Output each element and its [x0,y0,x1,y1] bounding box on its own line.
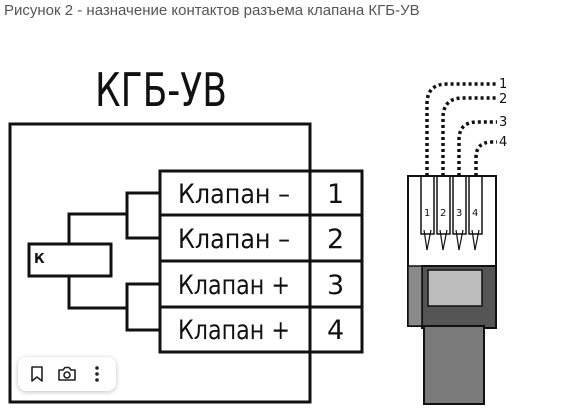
bookmark-icon [31,366,43,382]
internal-wiring [67,191,160,332]
more-vertical-icon [95,366,99,382]
terminal-label-2: Клапан – [178,224,290,255]
bookmark-button[interactable] [23,360,51,388]
device-title: КГБ-УВ [95,63,227,117]
pin-label-4: 4 [472,208,478,219]
pin-label-3: 3 [456,208,462,219]
terminal-number-1: 1 [327,179,344,210]
terminal-label-4: Клапан + [178,315,290,346]
terminal-number-4: 4 [327,315,344,346]
terminal-number-3: 3 [327,270,344,301]
wire-label-1: 1 [499,77,507,92]
pin-label-2: 2 [440,208,446,219]
terminal-label-1: Клапан – [178,179,290,210]
wire-label-3: 3 [499,115,507,130]
pin-label-1: 1 [424,208,430,219]
camera-icon [58,366,76,381]
wire-label-2: 2 [499,92,507,107]
wire-label-4: 4 [499,135,507,150]
coil-block-label: К [34,252,45,267]
more-button[interactable] [83,360,111,388]
connector-plug: 1 2 3 4 1 2 3 4 [407,77,507,405]
terminal-rows [158,169,364,354]
camera-button[interactable] [53,360,81,388]
terminal-label-3: Клапан + [178,270,290,301]
image-toolbar [18,357,116,391]
terminal-number-2: 2 [327,224,344,255]
figure-caption: Рисунок 2 - назначение контактов разъема… [4,2,420,19]
